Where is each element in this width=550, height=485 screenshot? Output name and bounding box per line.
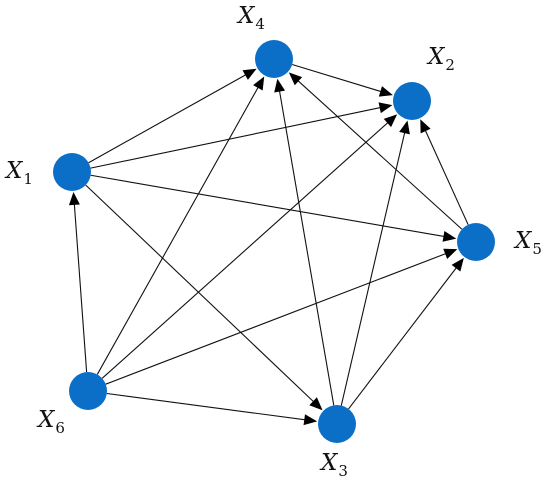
edge-x3-to-x4-line: [278, 89, 335, 406]
edge-x1-to-x2-arrowhead: [378, 102, 393, 114]
edge-x6-to-x2: [101, 114, 398, 379]
edge-x3-to-x2-line: [340, 131, 406, 406]
edge-x1-to-x3-line: [85, 184, 315, 404]
edge-x6-to-x5-arrowhead: [443, 248, 458, 259]
edge-x6-to-x1-line: [73, 202, 88, 373]
labels-layer: X1 X2 X3 X4 X5 X6: [4, 3, 542, 480]
node-x3: [318, 405, 356, 443]
edge-x6-to-x3: [106, 392, 318, 426]
edge-x6-to-x4-arrowhead: [253, 76, 265, 91]
edge-x6-to-x1: [68, 191, 88, 373]
edge-x6-to-x5: [105, 248, 458, 385]
edge-x6-to-x4: [96, 76, 265, 375]
edge-x1-to-x3-arrowhead: [309, 397, 323, 411]
edge-x6-to-x1-arrowhead: [68, 191, 80, 206]
edge-x6-to-x5-line: [105, 252, 448, 385]
edge-x3-to-x4-arrowhead: [274, 78, 286, 93]
edge-x6-to-x3-arrowhead: [303, 414, 318, 426]
edge-x3-to-x4: [274, 78, 335, 406]
label-x4: X4: [236, 3, 265, 33]
edge-x3-to-x5-arrowhead: [451, 257, 464, 272]
edges-layer: [68, 64, 469, 426]
edge-x1-to-x5: [90, 174, 457, 242]
edge-x1-to-x4: [88, 68, 257, 164]
node-x6: [69, 372, 107, 410]
edge-x6-to-x2-arrowhead: [383, 114, 398, 128]
edge-x3-to-x5: [348, 257, 464, 410]
edge-x1-to-x2: [90, 102, 393, 169]
edge-x6-to-x3-line: [106, 392, 307, 421]
edge-x4-to-x2-arrowhead: [378, 86, 393, 97]
edge-x5-to-x4-line: [296, 79, 463, 230]
label-x5: X5: [513, 228, 542, 258]
node-x4: [255, 40, 293, 78]
label-x6: X6: [36, 407, 65, 437]
edge-x1-to-x4-line: [88, 73, 248, 164]
edge-x1-to-x3: [85, 184, 323, 411]
edge-x5-to-x2: [420, 119, 469, 225]
node-x5: [457, 223, 495, 261]
edge-x4-to-x2-line: [292, 64, 383, 93]
edge-x3-to-x5-line: [348, 266, 458, 410]
edge-x5-to-x4-arrowhead: [288, 72, 303, 86]
edge-x1-to-x4-arrowhead: [242, 68, 257, 80]
edge-x3-to-x2-arrowhead: [399, 120, 410, 135]
edge-x1-to-x5-arrowhead: [442, 230, 457, 242]
edge-x3-to-x2: [340, 120, 410, 406]
edge-x1-to-x2-line: [90, 106, 382, 169]
edge-x1-to-x5-line: [90, 174, 446, 238]
label-x2: X2: [426, 44, 455, 74]
edge-x4-to-x2: [292, 64, 393, 97]
edge-x5-to-x4: [288, 72, 463, 230]
label-x1: X1: [4, 158, 33, 188]
node-x2: [393, 82, 431, 120]
label-x3: X3: [319, 450, 348, 480]
edge-x5-to-x2-line: [424, 129, 469, 225]
edge-x5-to-x2-arrowhead: [420, 119, 431, 134]
nodes-layer: [53, 40, 495, 443]
edge-x6-to-x2-line: [101, 121, 390, 379]
node-x1: [53, 153, 91, 191]
edge-x6-to-x4-line: [96, 85, 260, 375]
